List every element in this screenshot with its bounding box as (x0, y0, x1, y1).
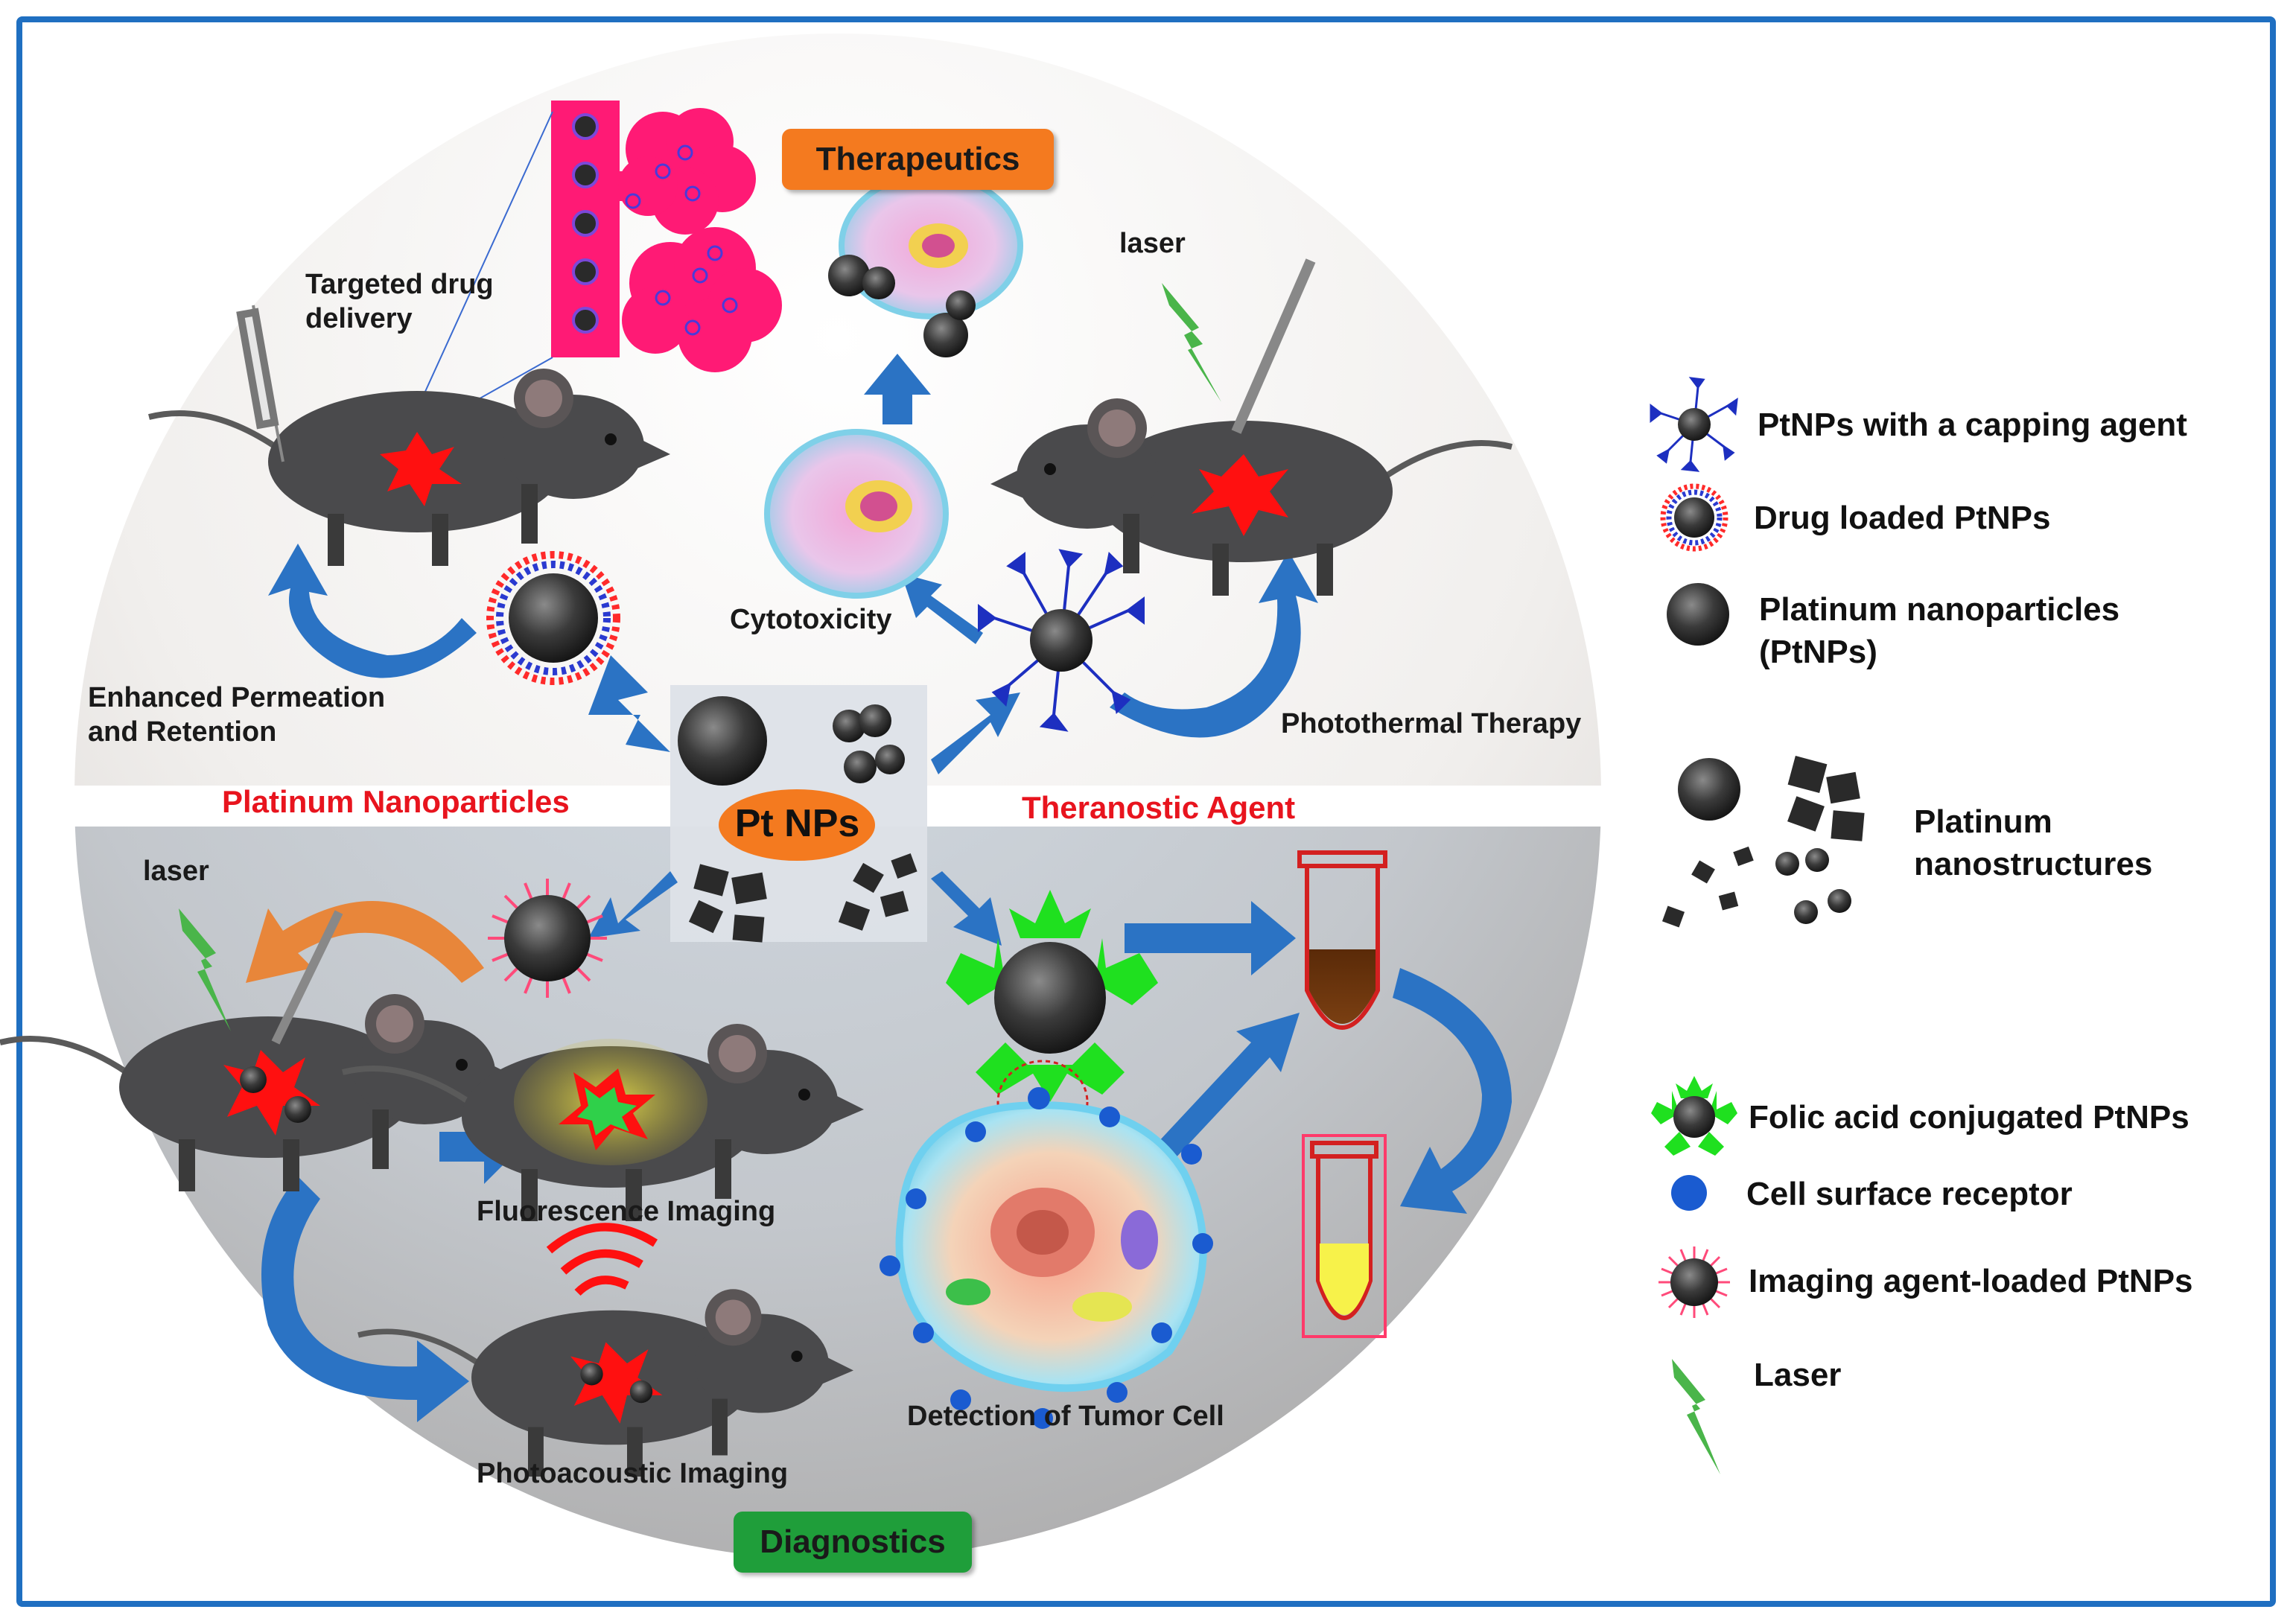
tube-yellow (1302, 1134, 1387, 1338)
mouse-fluorescence (343, 1024, 864, 1221)
legend-receptor-label: Cell surface receptor (1746, 1176, 2073, 1212)
epr-line2: and Retention (88, 716, 277, 748)
theranostic-agent-label: Theranostic Agent (1022, 790, 1296, 825)
drug-delivery-panel (416, 101, 782, 418)
laser-top-label: laser (1119, 228, 1186, 259)
legend-capping-icon (1650, 377, 1738, 472)
laser-top-icon (1162, 283, 1221, 402)
orange-arrow (246, 901, 484, 983)
legend-platinum-np-line1: Platinum nanoparticles (1759, 591, 2120, 628)
center-label: Pt NPs (734, 802, 860, 845)
legend-receptor-icon (1671, 1175, 1707, 1211)
targeted-drug-delivery-line2: delivery (305, 302, 413, 334)
legend-platinum-np-line2: (PtNPs) (1759, 634, 1877, 671)
legend-nanostructures-line1: Platinum (1914, 803, 2052, 840)
legend-imaging-icon (1658, 1246, 1730, 1318)
targeted-drug-delivery-line1: Targeted drug (305, 269, 494, 300)
legend-nanostructures-icon (1661, 755, 1865, 928)
pathway-arrows (261, 354, 1512, 1422)
np-cluster-cell-upper (828, 255, 976, 357)
legend-platinum-np-icon (1667, 583, 1729, 646)
therapeutics-half (74, 34, 1601, 786)
mouse-photoacoustic (358, 1223, 853, 1477)
legend-capping-label: PtNPs with a capping agent (1758, 407, 2187, 443)
legend-nanostructures-line2: nanostructures (1914, 846, 2153, 883)
cytotoxicity-label: Cytotoxicity (730, 604, 892, 635)
therapeutics-badge: Therapeutics (782, 129, 1054, 190)
legend-folic-acid-label: Folic acid conjugated PtNPs (1749, 1099, 2189, 1136)
targeted-drug-delivery-label: Targeted drug delivery (305, 268, 494, 336)
mouse-drug-delivery (149, 369, 670, 566)
photothermal-therapy-label: Photothermal Therapy (1281, 708, 1582, 739)
epr-label: Enhanced Permeation and Retention (88, 681, 385, 749)
laser-bottom-icon (179, 908, 231, 1031)
legend-imaging-label: Imaging agent-loaded PtNPs (1749, 1263, 2193, 1299)
tube-brown (1297, 850, 1387, 1030)
receptors-on-cell (880, 1087, 1213, 1429)
drug-loaded-np-epr (486, 551, 620, 685)
center-np-cluster (678, 696, 917, 943)
imaging-np (488, 879, 607, 998)
photoacoustic-imaging-label: Photoacoustic Imaging (477, 1458, 789, 1489)
mouse-laser (0, 994, 521, 1191)
fluorescence-imaging-label: Fluorescence Imaging (477, 1196, 776, 1227)
legend-laser-label: Laser (1754, 1357, 1842, 1393)
legend-folic-acid-icon (1651, 1076, 1737, 1156)
legend-platinum-np-label: Platinum nanoparticles (PtNPs) (1759, 588, 2119, 673)
legend-drug-loaded-label: Drug loaded PtNPs (1754, 500, 2051, 536)
cell-lower (764, 429, 949, 599)
syringe-photothermal (1231, 258, 1316, 434)
legend-drug-loaded-icon (1660, 483, 1729, 552)
legend-nanostructures-label: Platinum nanostructures (1914, 800, 2152, 885)
mouse-photothermal (990, 398, 1512, 596)
tumor-cell (895, 1101, 1207, 1392)
laser-bottom-label: laser (143, 856, 209, 887)
syringe-bottom-left (271, 910, 343, 1045)
epr-line1: Enhanced Permeation (88, 682, 386, 713)
legend-laser-icon (1672, 1359, 1720, 1474)
capped-np-center (978, 549, 1145, 732)
folic-acid-np (946, 890, 1158, 1102)
detection-tumor-cell-label: Detection of Tumor Cell (907, 1401, 1224, 1432)
platinum-nanoparticles-label: Platinum Nanoparticles (222, 784, 570, 819)
syringe-top-left (236, 305, 284, 462)
diagnostics-badge: Diagnostics (734, 1512, 972, 1573)
